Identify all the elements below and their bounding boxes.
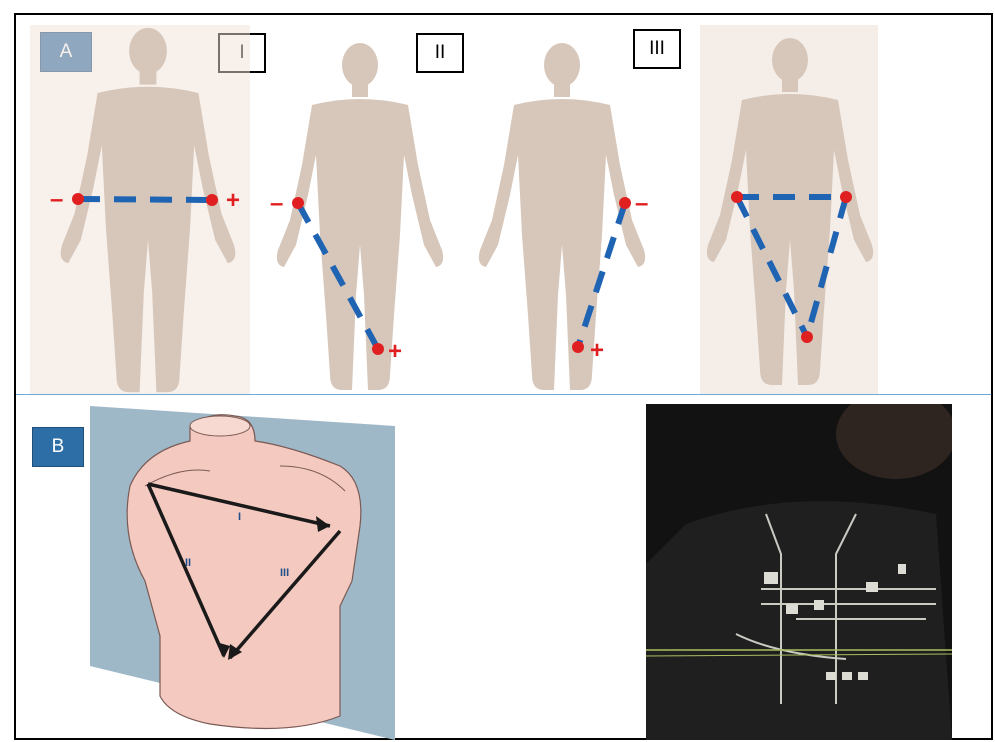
panel-a-figures: – + – + – + (0, 0, 995, 395)
electrode-icon (731, 191, 743, 203)
triangle-label-iii: III (280, 567, 289, 579)
plus-sign: + (590, 337, 604, 364)
panel-b-label: B (32, 427, 84, 467)
electrode-icon (72, 193, 84, 205)
triangle-label-ii: II (185, 557, 191, 569)
panel-divider (16, 394, 991, 395)
electrode-icon (206, 194, 218, 206)
minus-sign: – (635, 190, 648, 217)
electrode-icon (572, 341, 584, 353)
plus-sign: + (388, 338, 402, 365)
electrode-icon (292, 197, 304, 209)
electrode-icon (840, 191, 852, 203)
figure-lead-ii (277, 43, 443, 390)
minus-sign: – (50, 186, 63, 213)
triangle-label-i: I (238, 511, 241, 523)
plus-sign: + (226, 187, 240, 214)
smart-shirt-photo (646, 404, 952, 740)
electrode-icon (372, 343, 384, 355)
electrode-icon (801, 331, 813, 343)
figure-einthoven (700, 25, 878, 395)
minus-sign: – (270, 190, 283, 217)
torso-illustration: I II III (90, 406, 395, 740)
electrode-icon (619, 197, 631, 209)
